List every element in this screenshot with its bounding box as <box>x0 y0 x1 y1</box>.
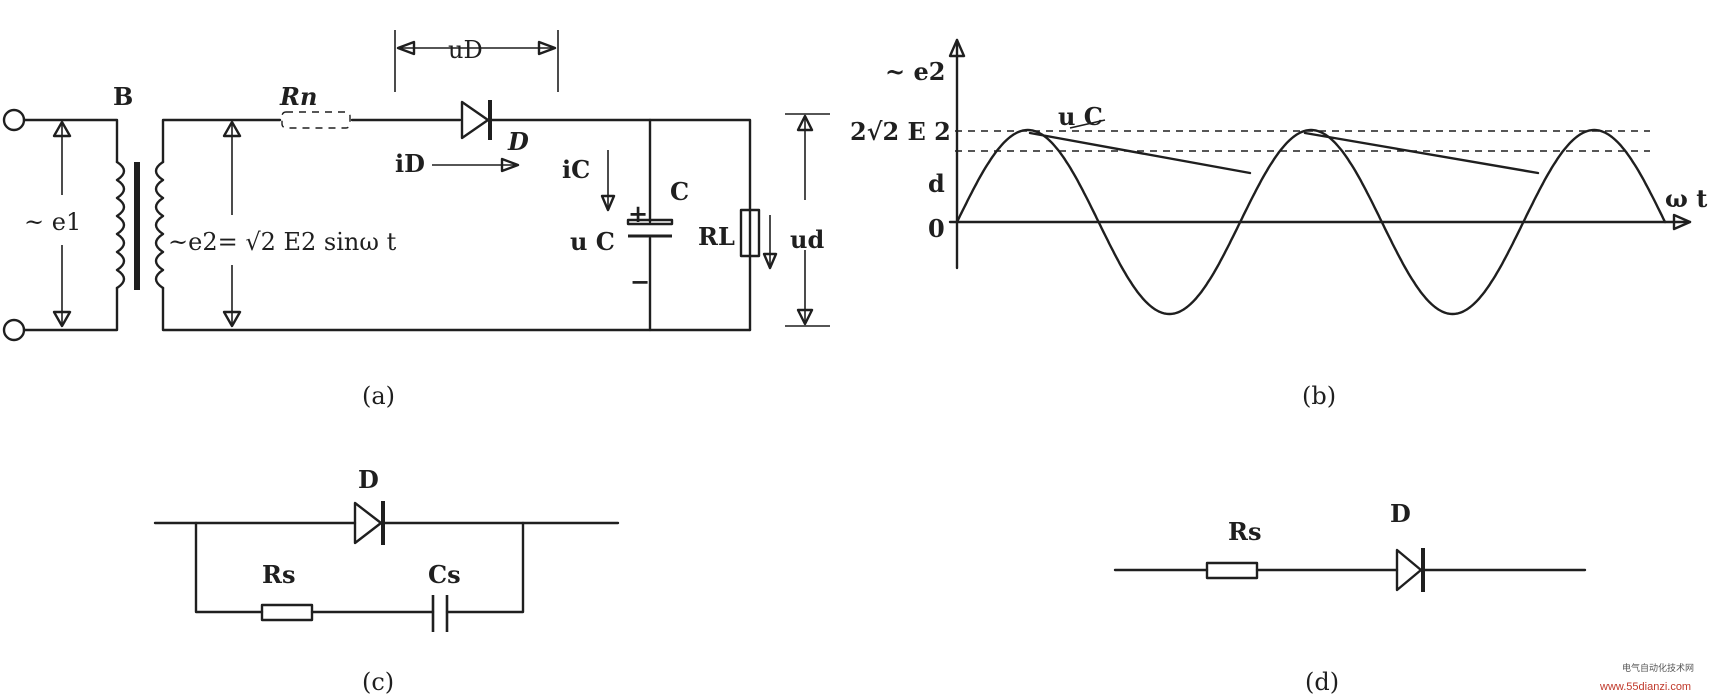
panel-d-series-resistor: Rs D (d) <box>1113 499 1587 696</box>
diode-c-triangle <box>353 501 383 545</box>
uc-discharge-line <box>1028 131 1540 175</box>
rs-resistor-c <box>260 603 314 622</box>
input-terminal-top <box>2 108 26 132</box>
label-d: D <box>507 127 529 156</box>
label-plus: + <box>628 199 648 228</box>
label-rn: Rn <box>279 82 317 111</box>
label-uc: u C <box>570 227 615 256</box>
rs-resistor-d <box>1205 561 1259 580</box>
label-c: C <box>670 177 689 206</box>
ud-dimension-arrows <box>396 40 557 56</box>
label-ud-output: ud <box>790 225 824 254</box>
wire-diode-to-load <box>488 118 752 332</box>
snubber-loop <box>194 521 525 614</box>
ic-arrowhead <box>600 194 616 212</box>
x-axis-arrowhead <box>1672 213 1692 231</box>
label-ud-diode: uD <box>448 36 483 64</box>
label-peak: 2√2 E 2 <box>850 117 951 146</box>
secondary-wire-top <box>161 118 282 164</box>
primary-wire-bottom <box>22 286 119 332</box>
rl-current-arrowhead <box>762 252 778 270</box>
panel-a-rectifier-circuit: B ~ e1 ~e2= √2 E2 sinω t Rn uD D iD iC C… <box>2 30 830 410</box>
caption-a: (a) <box>362 382 395 410</box>
e2-sine-waveform <box>955 128 1667 316</box>
label-d-axis: d <box>928 169 945 198</box>
label-rl: RL <box>698 222 735 251</box>
label-e2-formula: ~e2= √2 E2 sinω t <box>168 228 397 256</box>
capacitor-plate-top <box>626 218 674 226</box>
label-b: B <box>113 82 133 111</box>
ud-output-dimension-lines <box>785 113 830 327</box>
label-d-d: D <box>1390 499 1411 528</box>
ud-output-arrows <box>796 114 814 326</box>
rn-resistor <box>281 111 351 129</box>
id-arrowhead <box>500 157 520 173</box>
primary-wire-top <box>22 118 119 164</box>
e2-arrowheads <box>222 120 242 328</box>
diode-d2-triangle <box>1395 548 1423 592</box>
label-d-c: D <box>358 465 379 494</box>
label-e2-axis: ~ e2 <box>885 57 945 86</box>
rl-resistor <box>739 208 761 258</box>
label-ic: iC <box>562 155 590 184</box>
label-zero: 0 <box>928 214 945 243</box>
watermark: 电气自动化技术网 www.55dianzi.com <box>1599 662 1694 693</box>
transformer-primary-coil <box>115 160 126 290</box>
panel-c-rc-snubber: D Rs Cs (c) <box>153 465 620 696</box>
label-minus: − <box>630 267 650 296</box>
caption-d: (d) <box>1305 668 1339 696</box>
diode-d-triangle <box>460 100 490 140</box>
label-rs-c: Rs <box>262 560 295 589</box>
label-e1: ~ e1 <box>24 208 81 236</box>
uc-pointer-line <box>1069 119 1106 129</box>
watermark-url: www.55dianzi.com <box>1599 681 1691 693</box>
secondary-wire-bottom <box>161 286 752 332</box>
panel-b-waveform: ~ e2 2√2 E 2 d 0 u C ω t (b) <box>850 38 1707 410</box>
y-axis-arrowhead <box>948 38 966 58</box>
transformer-secondary-coil <box>154 160 165 290</box>
label-cs: Cs <box>428 560 461 589</box>
caption-b: (b) <box>1302 382 1336 410</box>
input-terminal-bottom <box>2 318 26 342</box>
ud-dimension-lines <box>394 30 559 92</box>
label-rs-d: Rs <box>1228 517 1261 546</box>
label-wt: ω t <box>1665 184 1707 213</box>
label-id: iD <box>395 149 425 178</box>
watermark-cn: 电气自动化技术网 <box>1622 662 1694 673</box>
caption-c: (c) <box>362 668 394 696</box>
label-uc-curve: u C <box>1058 102 1103 131</box>
e1-arrowheads <box>52 120 72 328</box>
